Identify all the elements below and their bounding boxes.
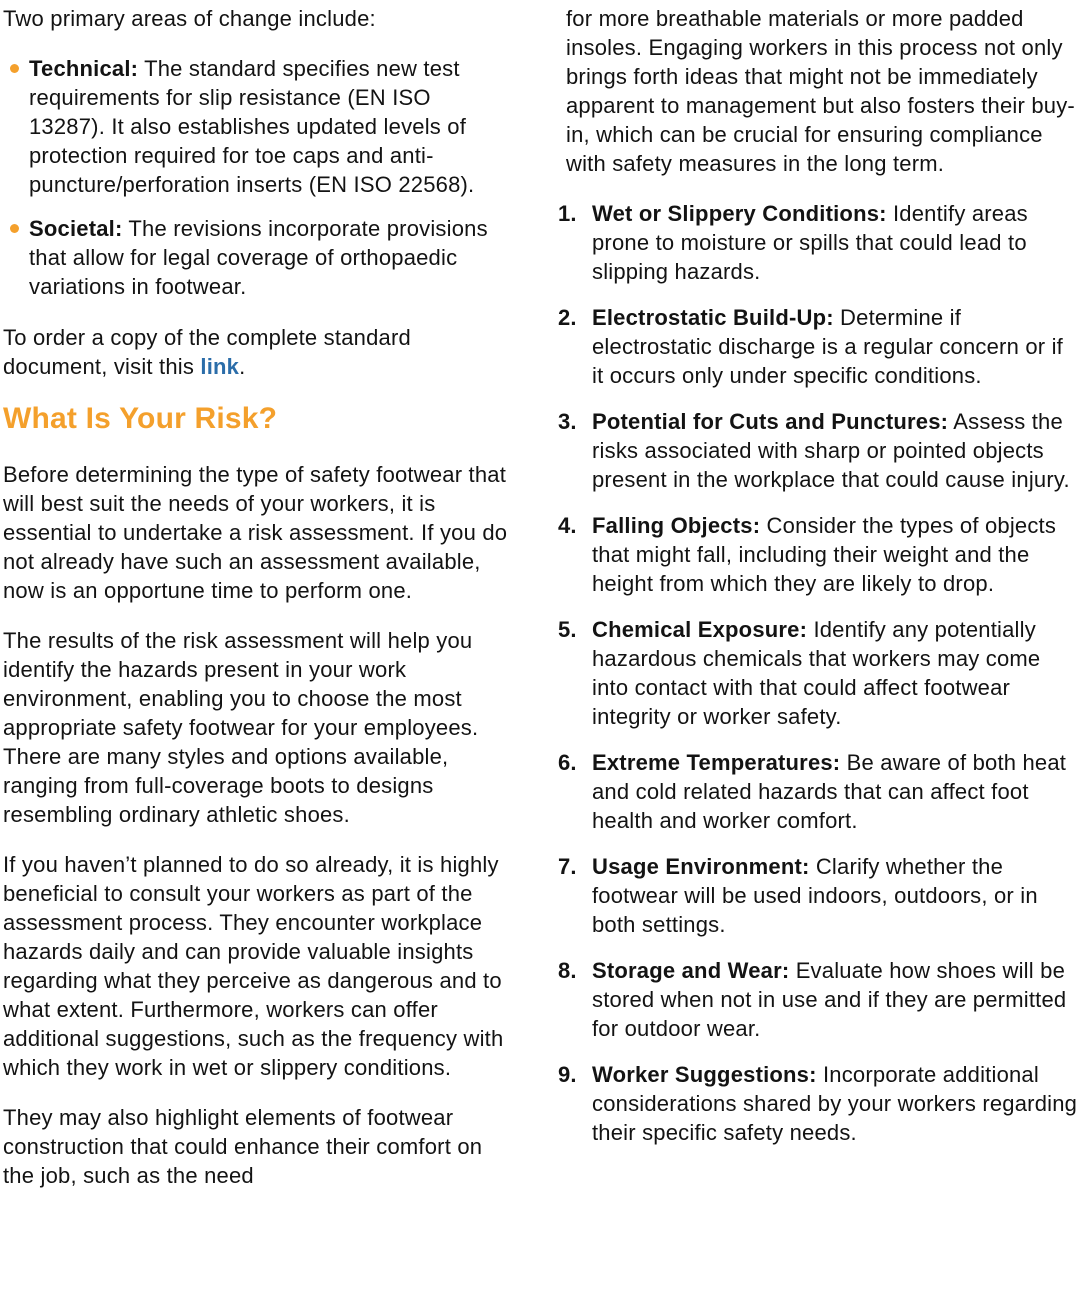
- bullet-label: Technical:: [29, 56, 139, 81]
- item-number: 7.: [558, 854, 577, 879]
- item-label: Potential for Cuts and Punctures:: [592, 409, 949, 434]
- intro-paragraph: Two primary areas of change include:: [3, 6, 376, 31]
- numbered-item: 4. Falling Objects: Consider the types o…: [558, 511, 1078, 598]
- item-text: Identify areas prone to moisture or spil…: [592, 201, 1028, 284]
- risk-assessment-list: 1. Wet or Slippery Conditions: Identify …: [558, 199, 1078, 1147]
- bullet-dot-icon: [10, 64, 19, 73]
- numbered-item: 2. Electrostatic Build-Up: Determine if …: [558, 303, 1078, 390]
- order-text-after: .: [239, 354, 246, 379]
- item-text: Determine if electrostatic discharge is …: [592, 305, 1063, 388]
- list-item: Technical: The standard specifies new te…: [3, 54, 508, 199]
- item-text: Assess the risks associated with sharp o…: [592, 409, 1070, 492]
- body-paragraph: Before determining the type of safety fo…: [3, 462, 508, 603]
- item-number: 8.: [558, 958, 577, 983]
- item-label: Wet or Slippery Conditions:: [592, 201, 887, 226]
- item-number: 4.: [558, 513, 577, 538]
- order-text-before: To order a copy of the complete standard…: [3, 325, 411, 379]
- body-paragraph: If you haven’t planned to do so already,…: [3, 852, 504, 1080]
- list-item: Societal: The revisions incorporate prov…: [3, 214, 508, 301]
- item-text: Be aware of both heat and cold related h…: [592, 750, 1067, 833]
- bullet-label: Societal:: [29, 216, 123, 241]
- item-text: Identify any potentially hazardous chemi…: [592, 617, 1041, 729]
- numbered-item: 7. Usage Environment: Clarify whether th…: [558, 852, 1078, 939]
- item-text: Evaluate how shoes will be stored when n…: [592, 958, 1067, 1041]
- item-label: Falling Objects:: [592, 513, 761, 538]
- item-number: 1.: [558, 201, 577, 226]
- numbered-item: 8. Storage and Wear: Evaluate how shoes …: [558, 956, 1078, 1043]
- body-paragraph: They may also highlight elements of foot…: [3, 1105, 483, 1188]
- item-label: Extreme Temperatures:: [592, 750, 841, 775]
- bullet-text: The standard specifies new test requirem…: [29, 56, 475, 197]
- bullet-text: The revisions incorporate provisions tha…: [29, 216, 488, 299]
- right-column: for more breathable materials or more pa…: [558, 4, 1078, 1310]
- item-number: 5.: [558, 617, 577, 642]
- item-number: 6.: [558, 750, 577, 775]
- item-label: Chemical Exposure:: [592, 617, 808, 642]
- numbered-item: 5. Chemical Exposure: Identify any poten…: [558, 615, 1078, 731]
- left-column: Two primary areas of change include: Tec…: [3, 4, 508, 1310]
- numbered-item: 3. Potential for Cuts and Punctures: Ass…: [558, 407, 1078, 494]
- item-label: Worker Suggestions:: [592, 1062, 817, 1087]
- numbered-item: 1. Wet or Slippery Conditions: Identify …: [558, 199, 1078, 286]
- item-number: 2.: [558, 305, 577, 330]
- item-label: Usage Environment:: [592, 854, 810, 879]
- item-number: 9.: [558, 1062, 577, 1087]
- change-areas-list: Technical: The standard specifies new te…: [3, 54, 508, 301]
- continuation-paragraph: for more breathable materials or more pa…: [566, 6, 1075, 176]
- bullet-dot-icon: [10, 224, 19, 233]
- item-text: Consider the types of objects that might…: [592, 513, 1057, 596]
- section-heading: What Is Your Risk?: [3, 402, 278, 435]
- item-label: Electrostatic Build-Up:: [592, 305, 834, 330]
- numbered-item: 6. Extreme Temperatures: Be aware of bot…: [558, 748, 1078, 835]
- item-text: Clarify whether the footwear will be use…: [592, 854, 1038, 937]
- standard-document-link[interactable]: link: [200, 354, 240, 379]
- item-number: 3.: [558, 409, 577, 434]
- body-paragraph: The results of the risk assessment will …: [3, 628, 479, 827]
- item-label: Storage and Wear:: [592, 958, 790, 983]
- order-paragraph: To order a copy of the complete standard…: [3, 323, 508, 381]
- item-text: Incorporate additional considerations sh…: [592, 1062, 1078, 1145]
- numbered-item: 9. Worker Suggestions: Incorporate addit…: [558, 1060, 1078, 1147]
